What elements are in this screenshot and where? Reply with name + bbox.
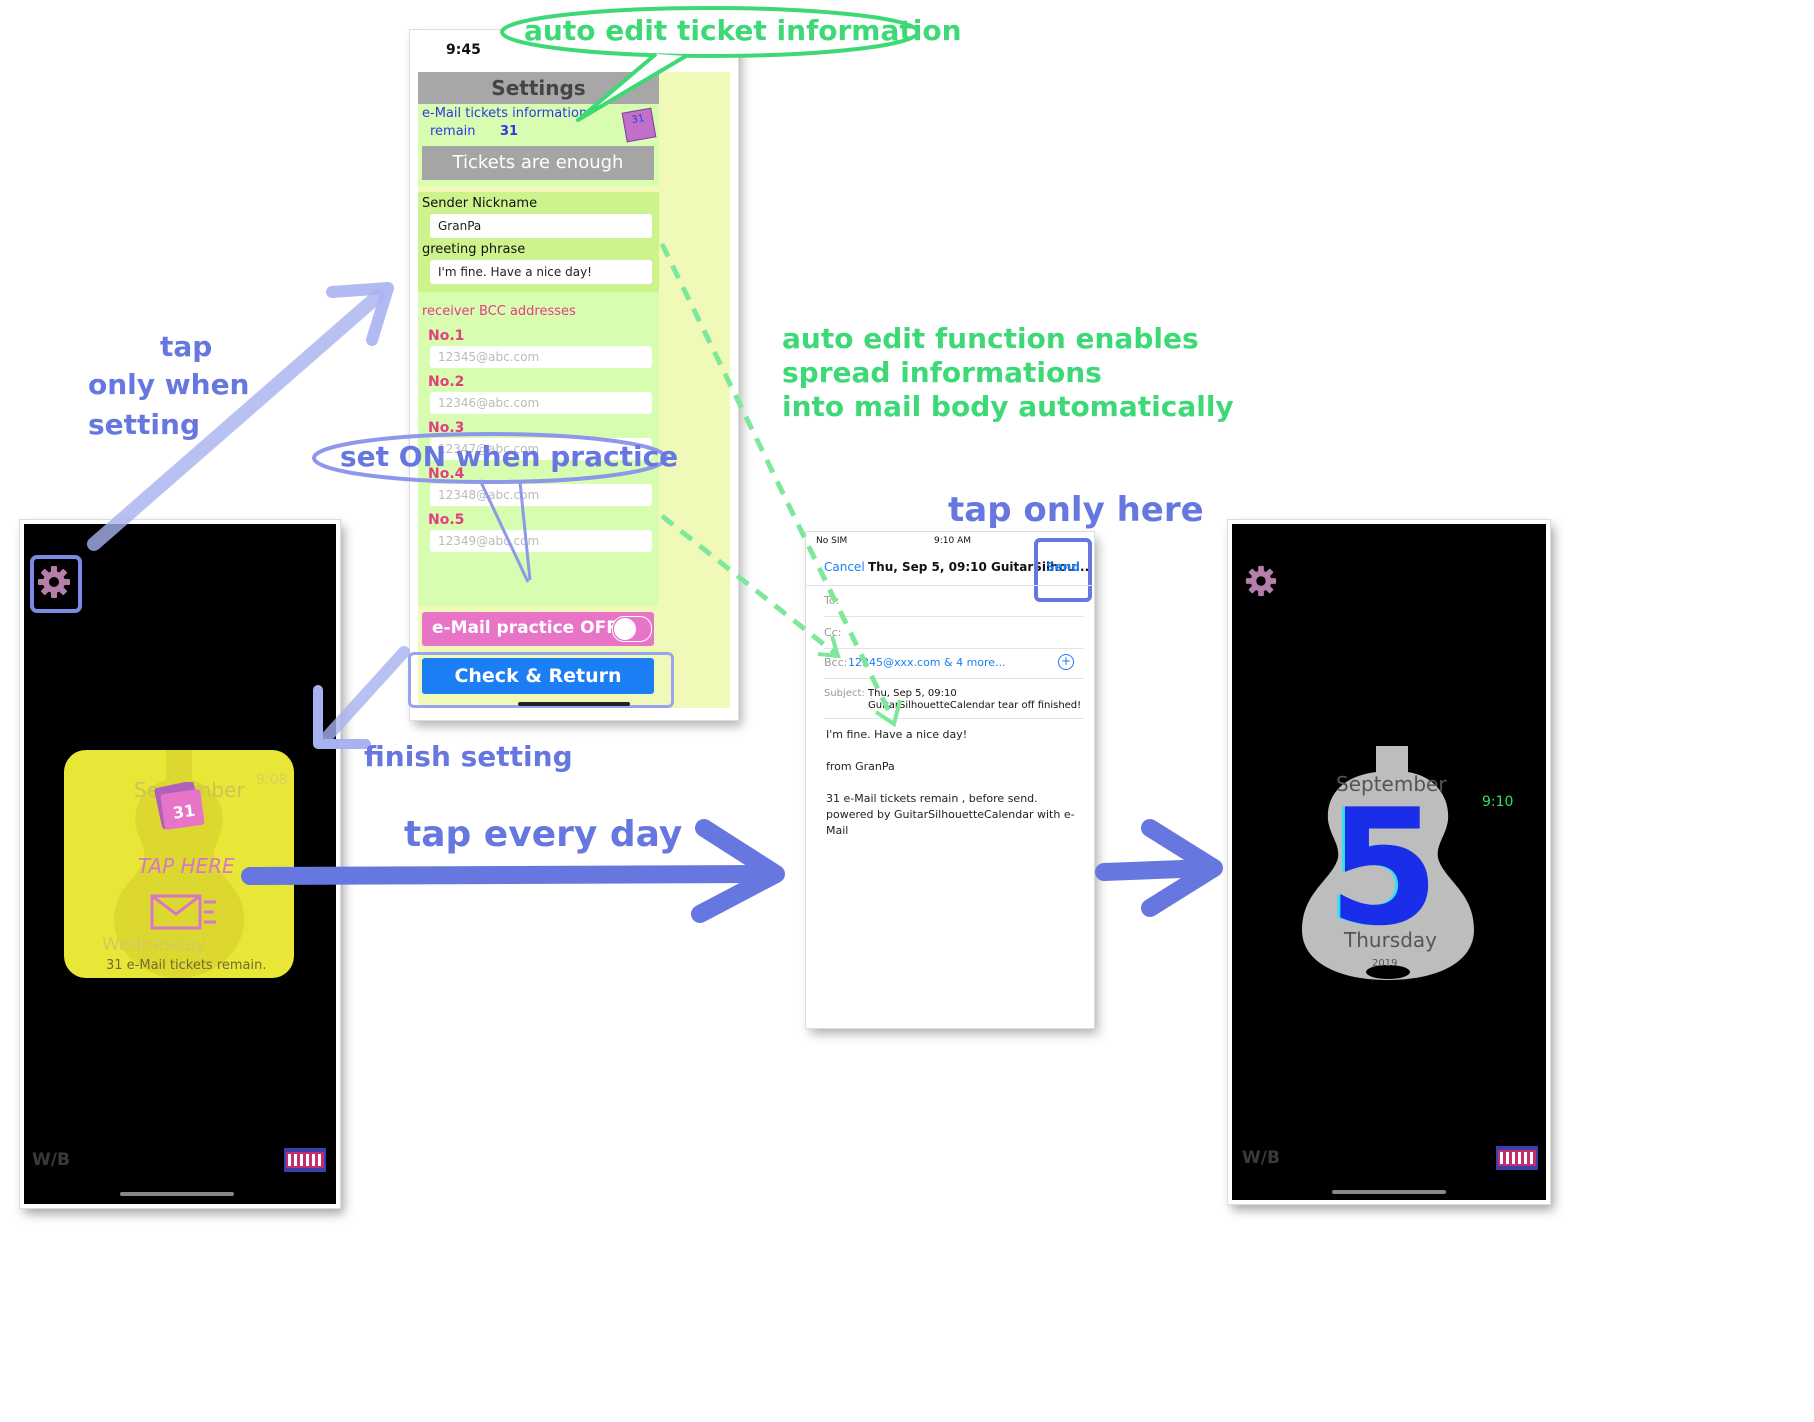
annotation-set-on-practice: set ON when practice <box>340 440 679 473</box>
sender-nickname-field[interactable]: GranPa <box>430 214 652 238</box>
settings-title-bar: Settings <box>418 72 659 104</box>
bcc-panel: receiver BCC addresses No.1 12345@abc.co… <box>418 292 659 606</box>
home-indicator <box>120 1192 234 1196</box>
mail-subject-title: Thu, Sep 5, 09:10 GuitarSilhou... <box>868 560 1090 574</box>
mail-bcc-label[interactable]: Bcc: <box>824 656 848 669</box>
tickets-enough-button[interactable]: Tickets are enough <box>422 146 654 180</box>
mail-compose-screen: No SIM 9:10 AM Cancel Thu, Sep 5, 09:10 … <box>805 531 1095 1029</box>
settings-screen: 9:45 ▂▄ ■ Settings e-Mail tickets inform… <box>408 29 739 721</box>
envelope-send-icon <box>148 890 220 934</box>
bcc-label: receiver BCC addresses <box>422 304 576 319</box>
status-time: 9:45 <box>446 42 481 58</box>
tear-off-calendar-icon: 31 <box>154 780 206 832</box>
remain-value: 31 <box>500 124 519 139</box>
annotation-auto-edit-func2: spread informations <box>782 356 1102 389</box>
dashed-arrow-greeting <box>659 242 895 720</box>
annotation-auto-edit-func1: auto edit function enables <box>782 322 1199 355</box>
settings-content: Settings e-Mail tickets information rema… <box>408 72 730 708</box>
sender-nickname-label: Sender Nickname <box>422 196 538 211</box>
annotation-tap-line1: tap <box>160 330 213 363</box>
result-wb-label[interactable]: W/B <box>1242 1148 1280 1168</box>
mail-cancel-button[interactable]: Cancel <box>824 560 865 574</box>
bcc-no2-label: No.2 <box>428 374 465 390</box>
tap-here-text[interactable]: TAP HERE <box>138 854 235 878</box>
settings-gear-highlight[interactable] <box>30 555 82 613</box>
guitar-silhouette <box>1302 746 1474 980</box>
result-home-indicator <box>1332 1190 1446 1194</box>
bcc-no2-field[interactable]: 12346@abc.com <box>430 392 652 414</box>
callout-ellipse-blue <box>312 432 668 484</box>
send-highlight <box>1034 538 1092 602</box>
annotation-tap-line2: only when <box>88 368 250 401</box>
bcc-no1-field[interactable]: 12345@abc.com <box>430 346 652 368</box>
result-month: September <box>1336 772 1447 796</box>
tickets-info-label: e-Mail tickets information <box>422 106 588 121</box>
wb-toggle-label[interactable]: W/B <box>32 1150 70 1170</box>
annotation-tap-every-day: tap every day <box>404 814 683 855</box>
mail-subject-line2[interactable]: GuitarSilhouetteCalendar tear off finish… <box>868 700 1082 711</box>
annotation-finish-setting: finish setting <box>364 740 573 773</box>
settings-home-indicator <box>518 702 630 706</box>
tile-calendar-day: 31 <box>172 801 197 823</box>
annotation-tap-line3: setting <box>88 408 200 441</box>
mail-carrier: No SIM <box>816 536 848 546</box>
result-time: 9:10 <box>1482 794 1514 810</box>
remain-label: remain <box>430 124 476 139</box>
arrow-to-result <box>1095 859 1217 881</box>
bcc-no5-field[interactable]: 12349@abc.com <box>430 530 652 552</box>
greeting-field[interactable]: I'm fine. Have a nice day! <box>430 260 652 284</box>
bcc-no3-label: No.3 <box>428 420 465 436</box>
weekday-faded: Wednesday <box>102 934 207 955</box>
result-gear-icon[interactable] <box>1244 564 1278 598</box>
gear-icon[interactable] <box>36 564 72 600</box>
practice-toggle-switch[interactable] <box>612 616 652 642</box>
check-return-highlight <box>408 652 674 708</box>
tickets-remain-text: 31 e-Mail tickets remain. <box>106 958 267 973</box>
add-recipient-icon[interactable]: + <box>1058 654 1074 670</box>
home-phone-screen: 9:08 September 31 TAP HERE Wednesday 31 … <box>19 519 341 1209</box>
mail-body-powered1[interactable]: powered by GuitarSilhouetteCalendar with… <box>826 808 1075 821</box>
tap-here-tile[interactable]: 9:08 September 31 TAP HERE Wednesday 31 … <box>64 750 294 978</box>
practice-toggle-label: e-Mail practice OFF <box>432 618 618 638</box>
calendar-strip-icon[interactable] <box>284 1148 326 1172</box>
mail-send-button[interactable]: Send <box>1046 560 1080 574</box>
check-return-button[interactable]: Check & Return <box>422 658 654 694</box>
mail-body-powered2[interactable]: Mail <box>826 824 849 837</box>
callout-ellipse-green <box>500 6 920 58</box>
mail-subject-label[interactable]: Subject: <box>824 688 865 699</box>
mail-bcc-value[interactable]: 12345@xxx.com & 4 more... <box>848 656 1006 669</box>
result-day: 5 <box>1328 774 1440 961</box>
tickets-panel: e-Mail tickets information remain 31 31 … <box>418 104 659 186</box>
tile-time: 9:08 <box>256 772 288 788</box>
settings-title: Settings <box>491 76 586 100</box>
mail-status-time: 9:10 AM <box>934 536 971 546</box>
mail-body-from[interactable]: from GranPa <box>826 760 895 773</box>
practice-toggle-row[interactable]: e-Mail practice OFF <box>422 612 654 646</box>
bcc-no5-label: No.5 <box>428 512 465 528</box>
result-phone-screen: September 5 Thursday 2019 9:10 W/B <box>1227 519 1551 1205</box>
mail-cc-label[interactable]: Cc: <box>824 626 842 639</box>
annotation-tap-only-here: tap only here <box>948 490 1204 530</box>
mail-body-greeting[interactable]: I'm fine. Have a nice day! <box>826 728 968 741</box>
result-year: 2019 <box>1372 958 1398 969</box>
arrow-to-settings <box>87 289 385 551</box>
result-calendar-strip-icon[interactable] <box>1496 1146 1538 1170</box>
greeting-label: greeting phrase <box>422 242 526 257</box>
sender-panel: Sender Nickname GranPa greeting phrase I… <box>418 192 659 292</box>
result-weekday: Thursday <box>1344 928 1437 952</box>
arrow-finish-setting <box>320 646 410 744</box>
bcc-no1-label: No.1 <box>428 328 465 344</box>
bcc-no3-field[interactable]: 12347@abc.com <box>430 438 652 460</box>
mail-body-tickets[interactable]: 31 e-Mail tickets remain , before send. <box>826 792 1038 805</box>
arrow-tap-every-day <box>241 865 779 885</box>
annotation-auto-edit-func3: into mail body automatically <box>782 390 1234 423</box>
mail-subject-line1[interactable]: Thu, Sep 5, 09:10 <box>868 688 957 699</box>
annotation-auto-edit-ticket: auto edit ticket information <box>524 14 962 47</box>
dashed-arrow-bcc <box>660 514 838 656</box>
bcc-no4-label: No.4 <box>428 466 465 482</box>
